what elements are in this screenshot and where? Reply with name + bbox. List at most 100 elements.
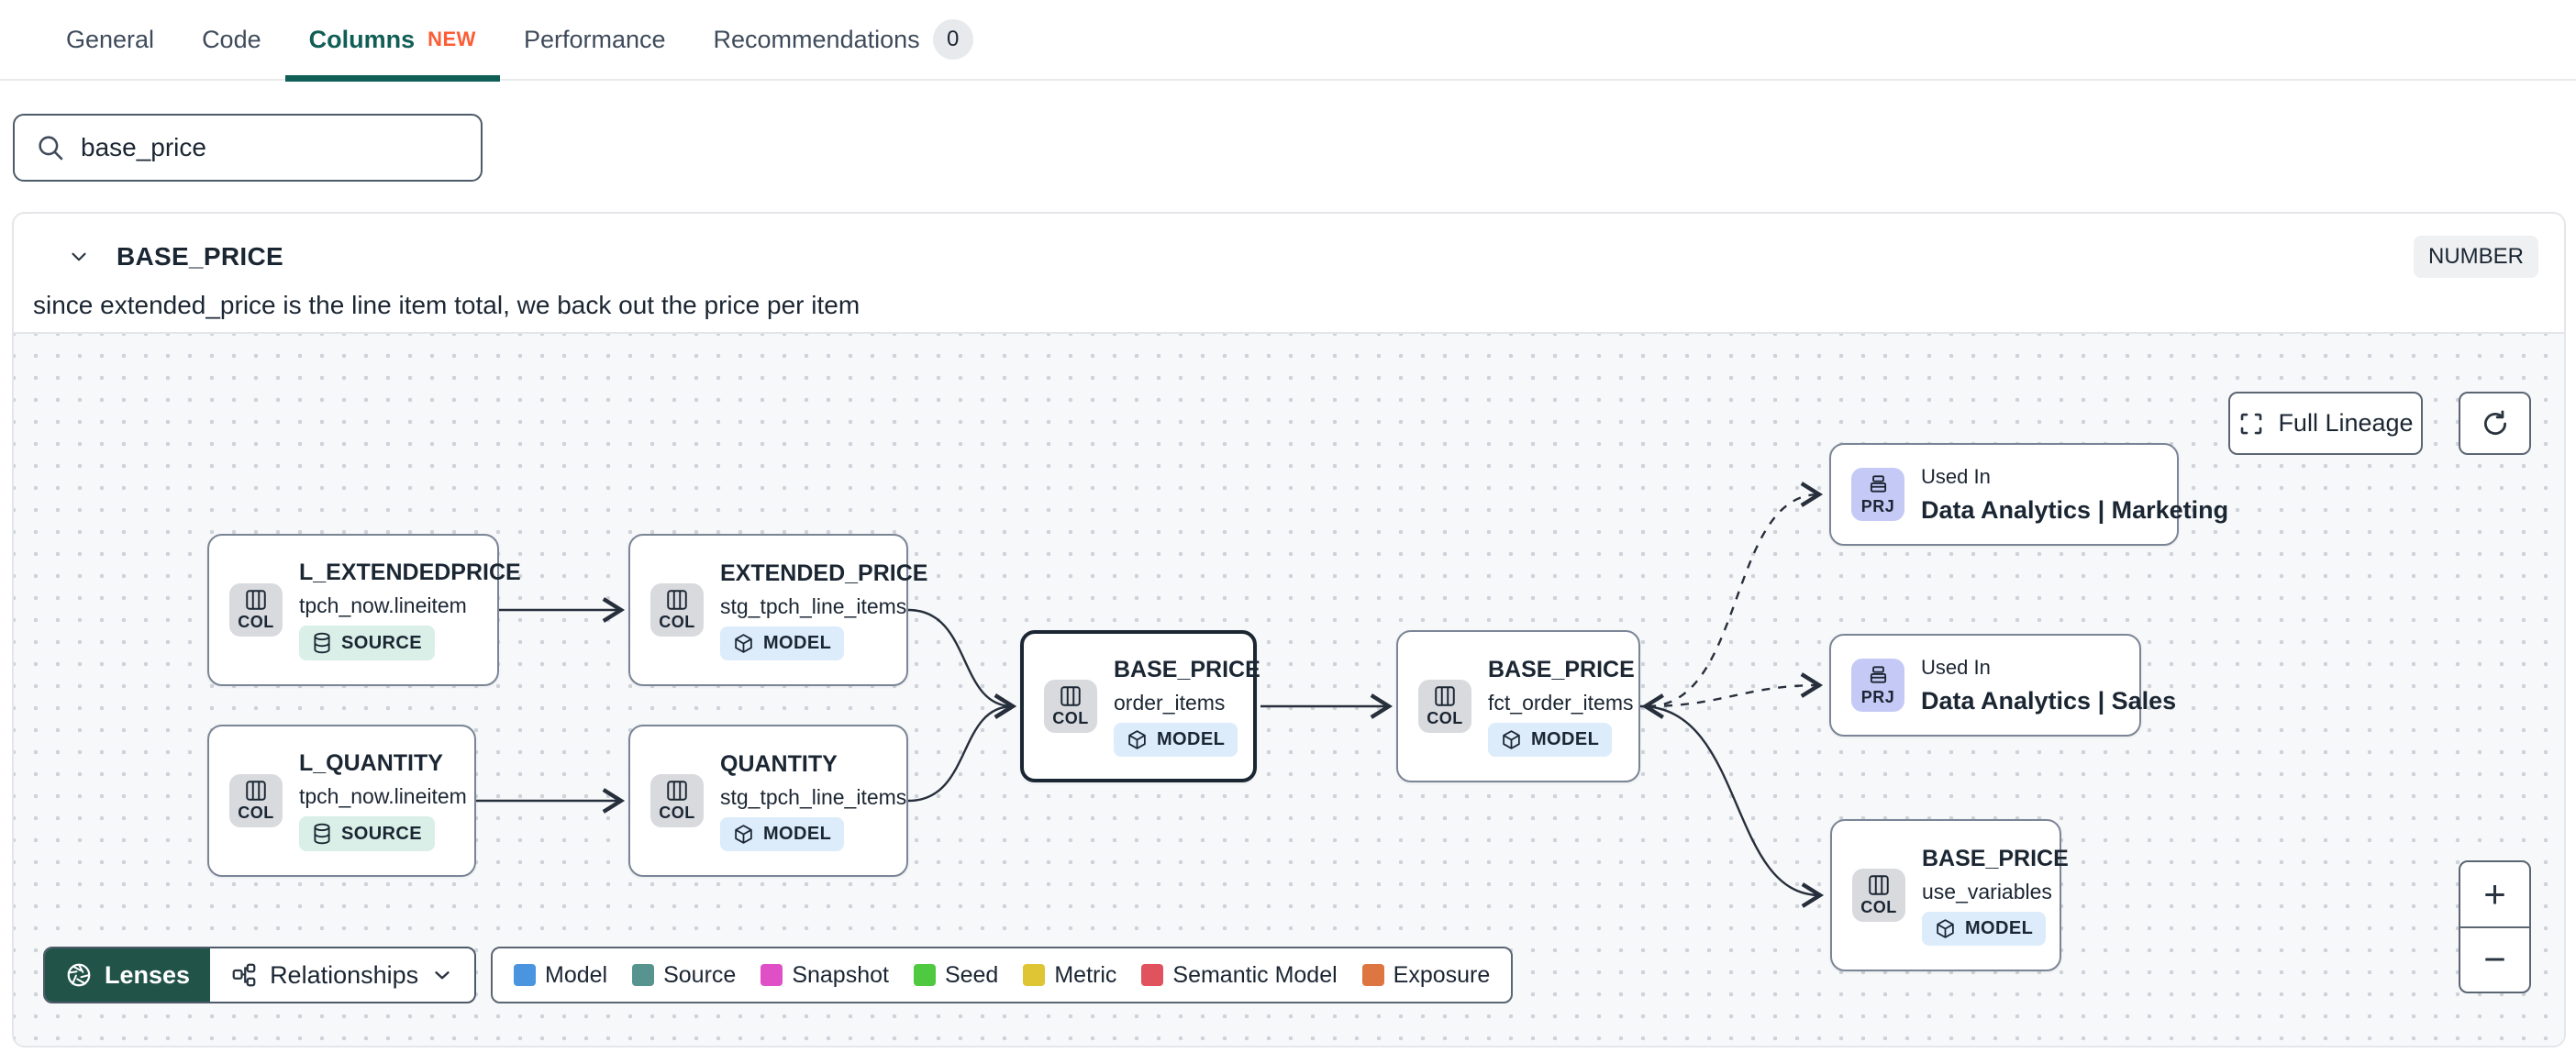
legend-swatch	[1141, 964, 1164, 986]
resource-badge: MODEL	[720, 816, 845, 851]
column-chip: COL	[1418, 680, 1471, 733]
node-used-in-sales[interactable]: PRJ Used In Data Analytics | Sales	[1829, 634, 2176, 737]
legend-item: Source	[632, 962, 736, 989]
legend-item: Exposure	[1361, 961, 1491, 989]
resource-badge: MODEL	[1922, 911, 2047, 946]
lenses-control: Lenses Relationships	[43, 947, 477, 1003]
legend-label: Semantic Model	[1172, 961, 1338, 988]
tab-columns[interactable]: Columns NEW	[284, 0, 501, 82]
node-title: Data Analytics | Marketing	[1921, 495, 2229, 524]
column-chip: COL	[229, 583, 283, 637]
badge-label: MODEL	[763, 823, 832, 844]
tab-label: Code	[202, 25, 261, 53]
cube-icon	[735, 824, 752, 844]
badge-label: MODEL	[1965, 917, 2034, 938]
legend-swatch	[1361, 964, 1384, 986]
lineage-legend: Model Source Snapshot Seed Metric Semantic Mo…	[491, 947, 1514, 1003]
relationships-icon	[232, 963, 256, 987]
zoom-control: + −	[2459, 860, 2531, 993]
database-icon	[314, 632, 330, 654]
columns-icon	[667, 780, 687, 801]
tab-general[interactable]: General	[42, 0, 178, 80]
search-icon	[39, 136, 63, 161]
chevron-down-icon	[435, 971, 450, 980]
collapse-chevron-icon[interactable]	[67, 245, 91, 269]
node-subtitle: tpch_now.lineitem	[299, 593, 467, 617]
node-title: BASE_PRICE	[1922, 845, 2069, 871]
columns-icon	[1060, 685, 1081, 706]
node-extended-price[interactable]: COL EXTENDED_PRICE stg_tpch_line_items M…	[628, 534, 927, 686]
legend-label: Exposure	[1393, 961, 1491, 988]
lineage-canvas[interactable]: COL L_EXTENDEDPRICE tpch_now.lineitem SO…	[14, 332, 2564, 1046]
lenses-label: Lenses	[105, 960, 191, 989]
node-title: L_EXTENDEDPRICE	[299, 560, 521, 585]
node-base-price-order-items[interactable]: COL BASE_PRICE order_items MODEL	[1020, 630, 1260, 782]
legend-swatch	[514, 964, 536, 986]
node-title: BASE_PRICE	[1488, 656, 1635, 682]
badge-label: SOURCE	[341, 632, 422, 653]
tab-label: Performance	[523, 25, 666, 53]
chip-label: PRJ	[1860, 687, 1895, 706]
chip-label: COL	[1860, 897, 1897, 916]
columns-icon	[1435, 685, 1455, 706]
legend-label: Metric	[1054, 961, 1117, 988]
project-chip: PRJ	[1851, 659, 1904, 712]
legend-label: Model	[545, 961, 608, 988]
full-lineage-button[interactable]: Full Lineage	[2228, 392, 2423, 455]
legend-label: Snapshot	[792, 961, 889, 988]
legend-swatch	[1023, 964, 1046, 986]
project-chip: PRJ	[1851, 468, 1904, 521]
chip-label: COL	[238, 803, 274, 822]
node-l-extendedprice[interactable]: COL L_EXTENDEDPRICE tpch_now.lineitem SO…	[207, 534, 521, 686]
column-name: BASE_PRICE	[117, 242, 283, 271]
column-panel-header: BASE_PRICE NUMBER	[14, 214, 2564, 278]
relationships-dropdown[interactable]: Relationships	[210, 948, 474, 1002]
lineage-edges	[476, 482, 1825, 908]
node-base-price-use-variables[interactable]: COL BASE_PRICE use_variables MODEL	[1830, 819, 2069, 971]
refresh-icon	[2483, 410, 2506, 435]
node-used-in-marketing[interactable]: PRJ Used In Data Analytics | Marketing	[1829, 443, 2228, 546]
node-title: Data Analytics | Sales	[1921, 686, 2177, 715]
node-kicker: Used In	[1921, 464, 1991, 488]
tab-bar: General Code Columns NEW Performance Rec…	[0, 0, 2576, 82]
search-input[interactable]	[81, 116, 481, 180]
resource-badge: MODEL	[1114, 722, 1238, 757]
legend-swatch	[632, 964, 655, 986]
refresh-button[interactable]	[2459, 392, 2531, 455]
chip-label: COL	[1427, 708, 1463, 727]
cube-icon	[735, 633, 752, 653]
legend-item: Seed	[913, 962, 998, 989]
node-title: QUANTITY	[720, 750, 838, 777]
column-type-badge: NUMBER	[2413, 236, 2538, 278]
tab-recommendations[interactable]: Recommendations 0	[690, 0, 997, 80]
resource-badge: SOURCE	[299, 626, 435, 660]
legend-item: Snapshot	[761, 962, 889, 989]
node-title: L_QUANTITY	[299, 750, 443, 776]
zoom-in-button[interactable]: +	[2460, 862, 2529, 928]
column-chip: COL	[1852, 869, 1905, 922]
legend-item: Model	[514, 962, 607, 989]
columns-icon	[667, 589, 687, 610]
lenses-button[interactable]: Lenses	[45, 948, 211, 1002]
columns-icon	[246, 589, 266, 610]
new-badge: NEW	[427, 28, 476, 50]
legend-label: Source	[663, 961, 737, 988]
cube-icon	[1128, 729, 1146, 749]
node-subtitle: use_variables	[1922, 879, 2052, 903]
zoom-out-button[interactable]: −	[2460, 928, 2529, 992]
node-quantity[interactable]: COL QUANTITY stg_tpch_line_items MODEL	[628, 725, 908, 877]
tab-code[interactable]: Code	[178, 0, 285, 80]
column-chip: COL	[650, 774, 704, 827]
cube-icon	[1937, 918, 1954, 938]
tab-performance[interactable]: Performance	[500, 0, 690, 80]
chip-label: COL	[238, 612, 274, 631]
legend-swatch	[913, 964, 936, 986]
tab-label: Recommendations	[713, 25, 920, 53]
chip-label: PRJ	[1860, 496, 1895, 515]
node-subtitle: tpch_now.lineitem	[299, 784, 467, 808]
project-icon	[1870, 474, 1886, 493]
node-base-price-fct-order-items[interactable]: COL BASE_PRICE fct_order_items MODEL	[1396, 630, 1640, 782]
badge-label: MODEL	[1531, 728, 1600, 749]
node-l-quantity[interactable]: COL L_QUANTITY tpch_now.lineitem SOURCE	[207, 725, 476, 877]
badge-label: SOURCE	[341, 823, 422, 844]
